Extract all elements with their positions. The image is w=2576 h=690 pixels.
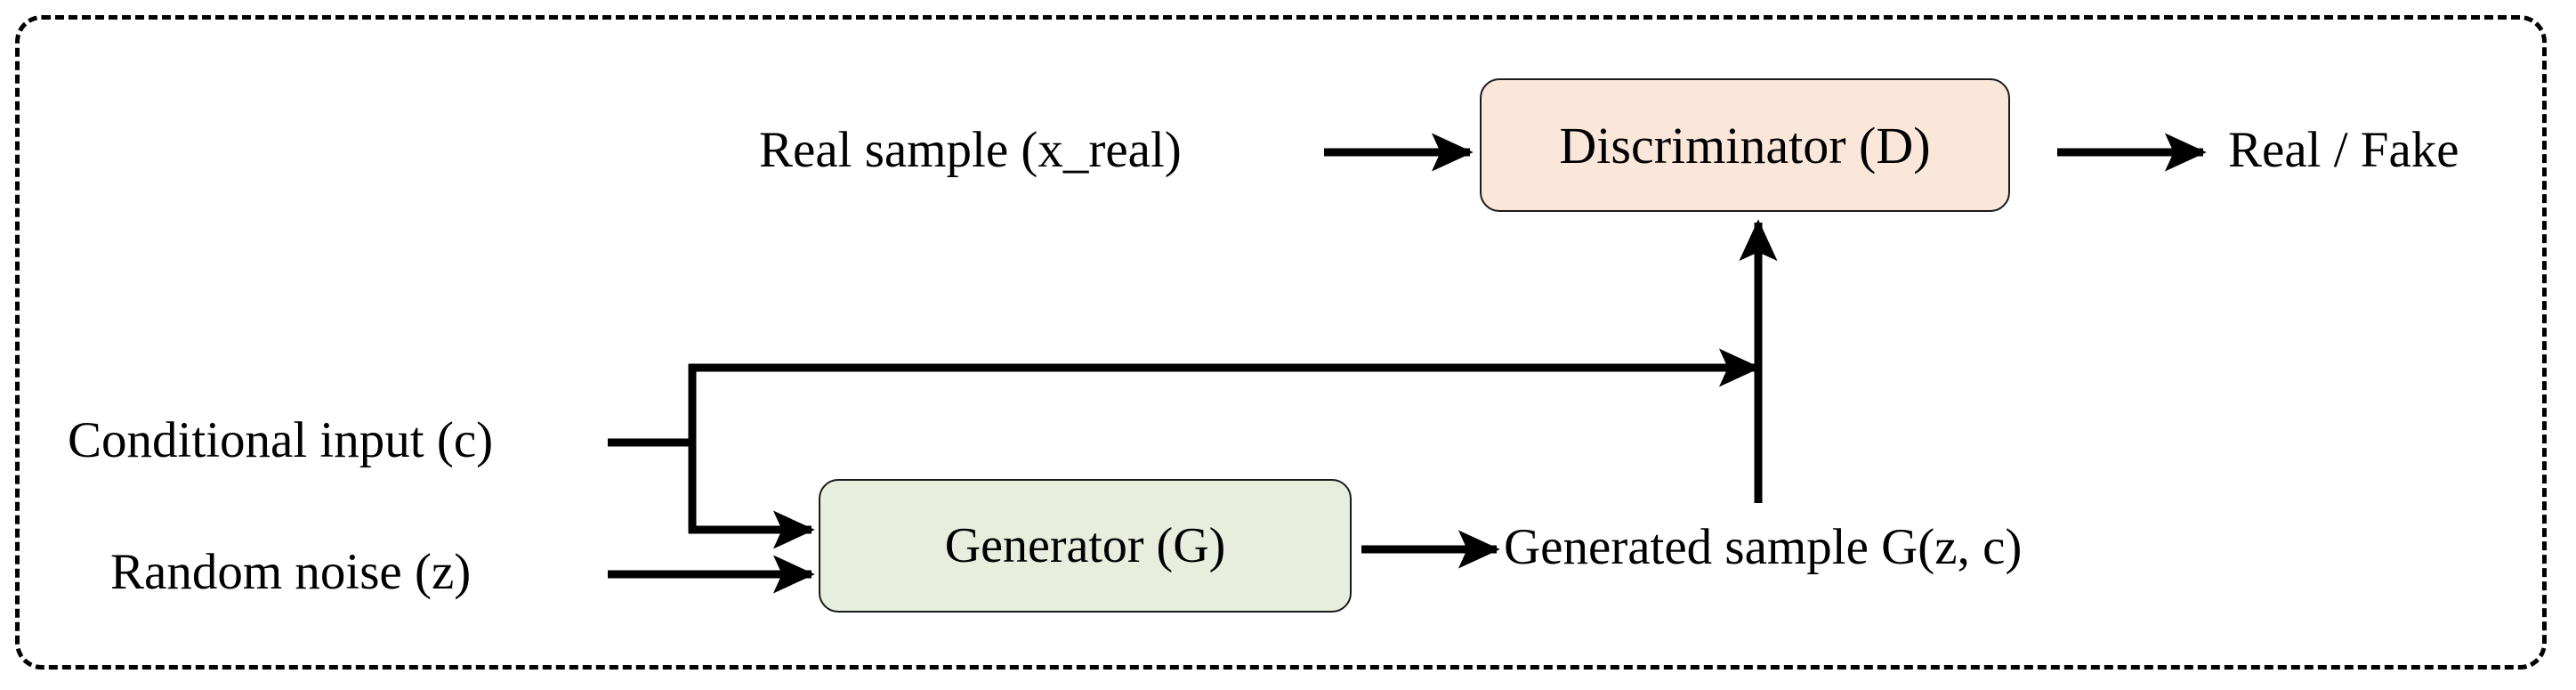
label-conditional-input: Conditional input (c) [68, 412, 494, 468]
label-real-fake: Real / Fake [2228, 122, 2459, 178]
label-random-noise: Random noise (z) [110, 544, 472, 600]
diagram-outer-frame [15, 15, 2547, 670]
node-discriminator-label: Discriminator (D) [1559, 116, 1931, 175]
node-generator[interactable]: Generator (G) [819, 479, 1352, 613]
label-generated-sample: Generated sample G(z, c) [1504, 519, 2023, 575]
label-real-sample: Real sample (x_real) [759, 122, 1182, 178]
node-discriminator[interactable]: Discriminator (D) [1480, 78, 2010, 212]
node-generator-label: Generator (G) [944, 518, 1226, 573]
